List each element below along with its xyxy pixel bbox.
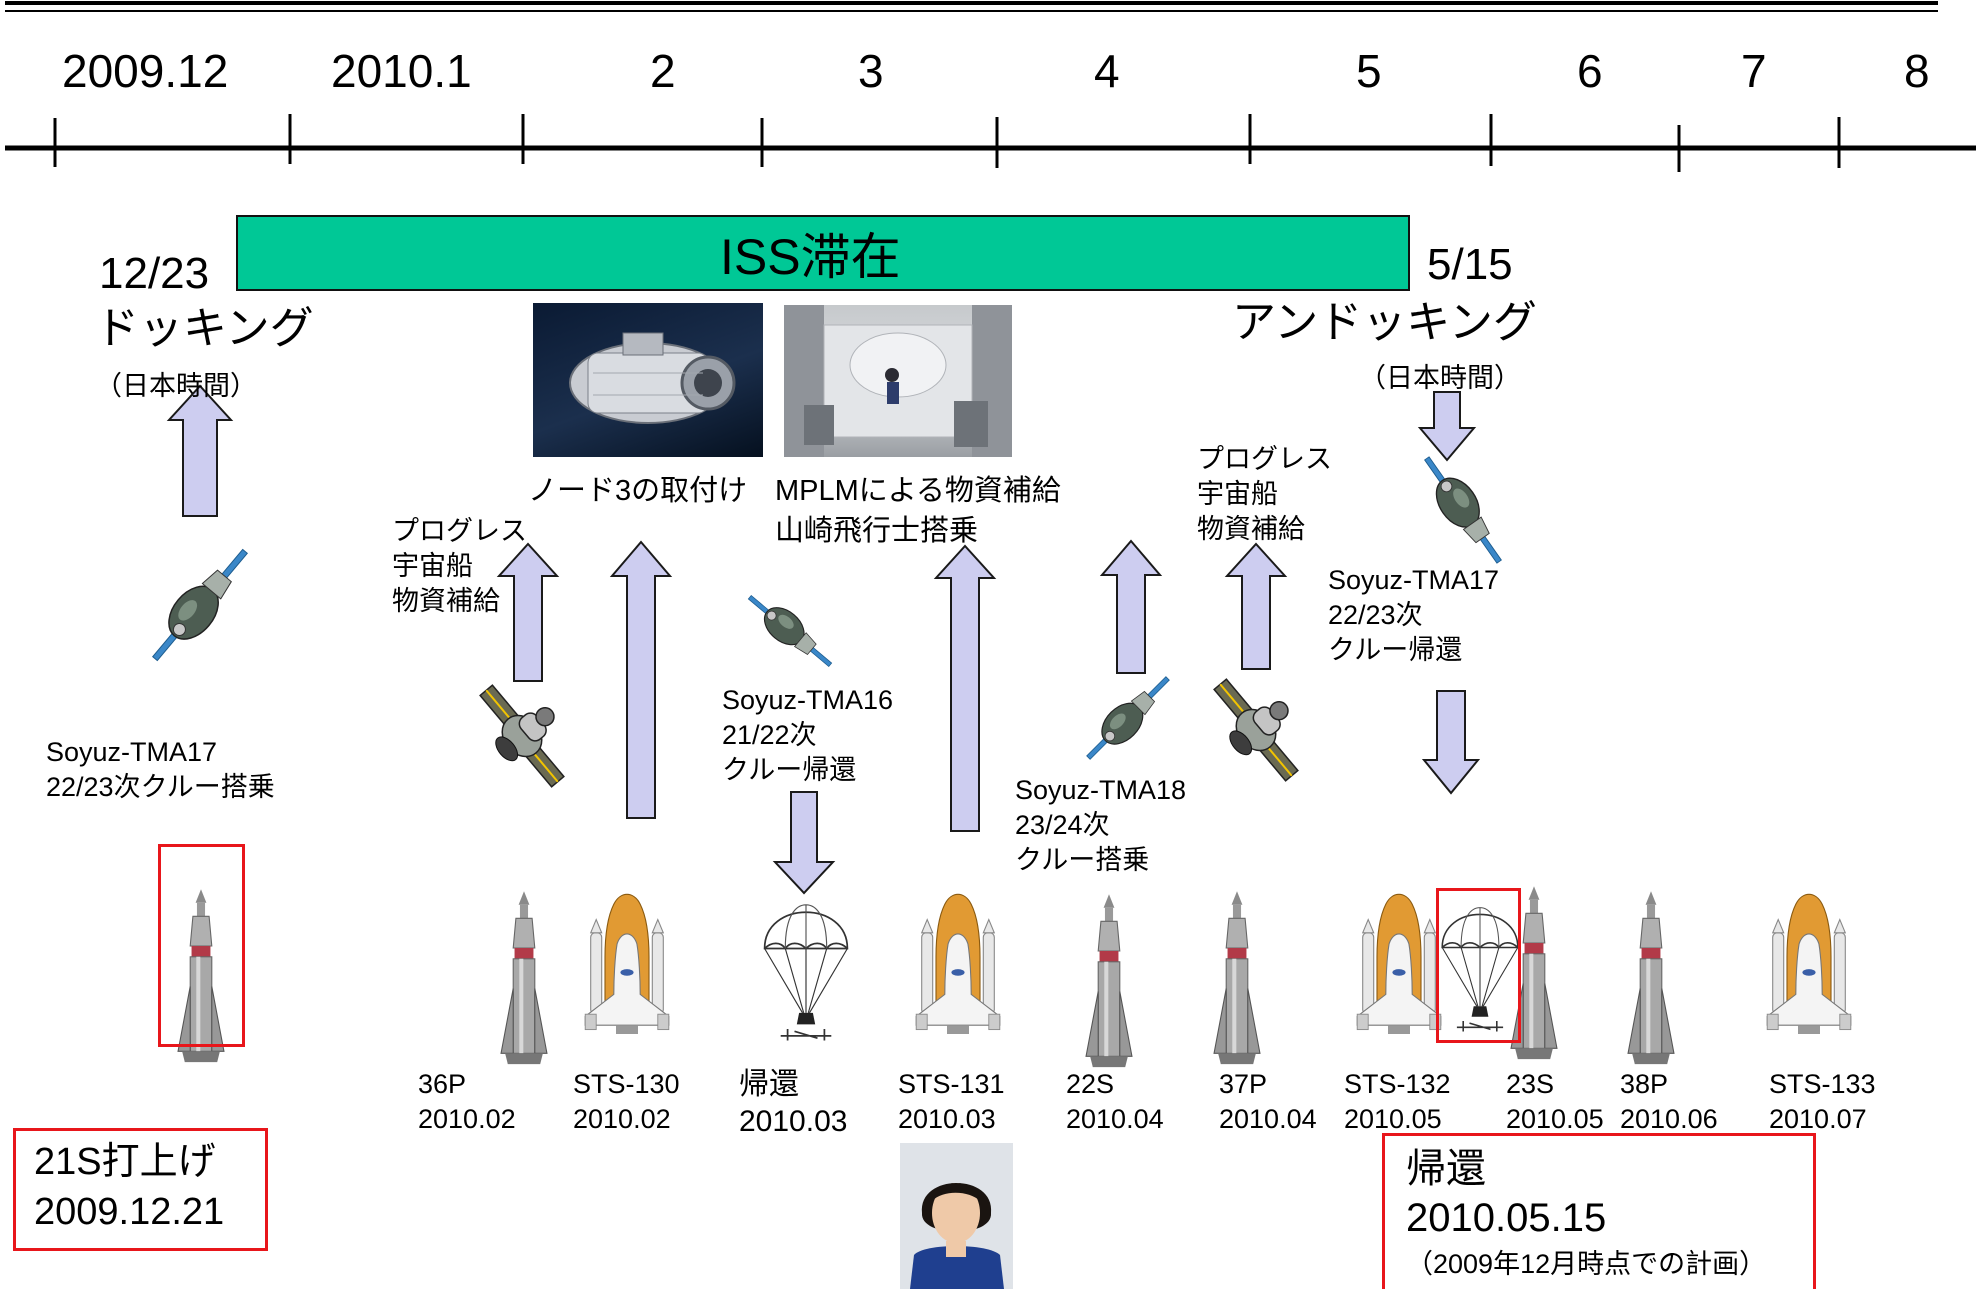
vehicle-date: 2010.02 (573, 1104, 671, 1134)
vehicle-name: STS-130 (573, 1069, 680, 1099)
progress-spacecraft-icon (1196, 659, 1325, 794)
month-label: 6 (1577, 45, 1603, 97)
month-label: 2009.12 (62, 45, 229, 97)
docking-note: （日本時間） (95, 371, 257, 401)
month-label: 3 (858, 45, 884, 97)
undocking-title: アンドッキング (1232, 298, 1537, 347)
soyuz16-return-label: 21/22次 (722, 720, 817, 750)
vehicle-date: 2010.05 (1344, 1104, 1442, 1134)
space-shuttle-icon (1766, 893, 1852, 1035)
docking-date: 12/23 (99, 249, 210, 298)
arrows (166, 384, 1481, 895)
mplm-caption: MPLMによる物資補給 (775, 475, 1061, 507)
vehicle-name: 37P (1219, 1069, 1268, 1099)
iss-stay-label: ISS滞在 (720, 229, 901, 285)
launch-rocket-highlight (158, 844, 245, 1047)
vehicle-name: 38P (1620, 1069, 1669, 1099)
space-shuttle-icon (915, 893, 1001, 1035)
astronaut-portrait-photo (900, 1143, 1013, 1289)
space-shuttle-icon (584, 893, 670, 1035)
vehicle-date: 2010.05 (1506, 1104, 1604, 1134)
iss-stay-bar (236, 215, 1410, 291)
soyuz16-return-label: クルー帰還 (722, 755, 857, 785)
vehicle-date: 2010.03 (898, 1104, 996, 1134)
vehicle-date: 2010.04 (1219, 1104, 1317, 1134)
arrow-up-progress-a (496, 542, 560, 682)
soyuz-rocket-icon (501, 891, 547, 1064)
vehicle-name: STS-132 (1344, 1069, 1451, 1099)
arrow-down-soyuz17-return (1421, 690, 1481, 795)
progress-b-label: 宇宙船 (1197, 479, 1278, 509)
node3-caption: ノード3の取付け (528, 475, 748, 507)
undocking-date: 5/15 (1427, 240, 1513, 289)
return-date: 2010.05.15 (1406, 1196, 1607, 1240)
arrow-up-mplm (933, 544, 997, 832)
arrow-up-node3 (609, 540, 673, 819)
soyuz17-board-label: Soyuz-TMA17 (46, 737, 218, 767)
arrow-down-soyuz16 (772, 791, 836, 895)
return-title: 帰還 (1406, 1147, 1486, 1191)
progress-a-label: 宇宙船 (392, 551, 473, 581)
vehicle-name: STS-133 (1769, 1069, 1876, 1099)
soyuz17-return-label: クルー帰還 (1328, 635, 1463, 665)
vehicle-date: 2010.04 (1066, 1104, 1164, 1134)
vehicle-date: 2010.06 (1620, 1104, 1718, 1134)
progress-a-label: プログレス (392, 516, 527, 546)
month-label: 2010.1 (331, 45, 472, 97)
vehicle-date: 2010.02 (418, 1104, 516, 1134)
month-label: 7 (1741, 45, 1767, 97)
yamazaki-caption: 山崎飛行士搭乗 (775, 515, 979, 547)
month-label: 4 (1094, 45, 1120, 97)
vehicle-date: 2010.07 (1769, 1104, 1867, 1134)
vehicle-name: 帰還 (739, 1068, 799, 1101)
soyuz-rocket-icon (1214, 891, 1260, 1064)
mplm-interior-photo (784, 305, 1012, 457)
arrow-up-soyuz18 (1099, 539, 1163, 674)
return-info-box: 帰還 2010.05.15 （2009年12月時点での計画） (1382, 1133, 1816, 1289)
soyuz-spacecraft-icon (739, 585, 841, 677)
undocking-note: （日本時間） (1359, 363, 1521, 393)
node3-photo (533, 303, 763, 457)
soyuz-spacecraft-icon (1076, 666, 1180, 770)
vehicle-date: 2010.03 (739, 1105, 848, 1138)
launch-title: 21S打上げ (34, 1141, 216, 1183)
arrow-down-undocking (1417, 391, 1477, 462)
vehicle-name: 22S (1066, 1069, 1115, 1099)
vehicle-name: 36P (418, 1069, 467, 1099)
vehicle-name: STS-131 (898, 1069, 1005, 1099)
soyuz-spacecraft-icon (138, 537, 262, 673)
parachute-capsule-icon (763, 903, 849, 1042)
docking-title: ドッキング (95, 304, 314, 353)
space-shuttle-icon (1356, 893, 1442, 1035)
soyuz-spacecraft-icon (1411, 447, 1515, 573)
arrow-up-docking (166, 384, 234, 517)
return-note: （2009年12月時点での計画） (1406, 1249, 1767, 1279)
return-parachute-highlight (1436, 888, 1521, 1043)
month-label: 5 (1356, 45, 1382, 97)
progress-b-label: プログレス (1197, 444, 1332, 474)
soyuz17-return-label: 22/23次 (1328, 600, 1423, 630)
month-label: 8 (1904, 45, 1930, 97)
timeline-ticks (53, 114, 1841, 172)
progress-b-label: 物資補給 (1197, 514, 1305, 544)
launch-info-box: 21S打上げ 2009.12.21 (13, 1128, 268, 1251)
soyuz-rocket-icon (1086, 894, 1132, 1067)
soyuz18-board-label: クルー搭乗 (1015, 845, 1150, 875)
soyuz18-board-label: Soyuz-TMA18 (1015, 775, 1187, 805)
month-label: 2 (650, 45, 676, 97)
soyuz18-board-label: 23/24次 (1015, 810, 1110, 840)
soyuz16-return-label: Soyuz-TMA16 (722, 685, 894, 715)
vehicle-name: 23S (1506, 1069, 1555, 1099)
soyuz17-return-label: Soyuz-TMA17 (1328, 565, 1500, 595)
soyuz-rocket-icon (1628, 891, 1674, 1064)
progress-a-label: 物資補給 (392, 586, 500, 616)
arrow-up-progress-b (1224, 542, 1288, 670)
progress-spacecraft-icon (462, 665, 591, 800)
soyuz17-board-label: 22/23次クルー搭乗 (46, 772, 275, 802)
launch-date: 2009.12.21 (34, 1191, 225, 1233)
